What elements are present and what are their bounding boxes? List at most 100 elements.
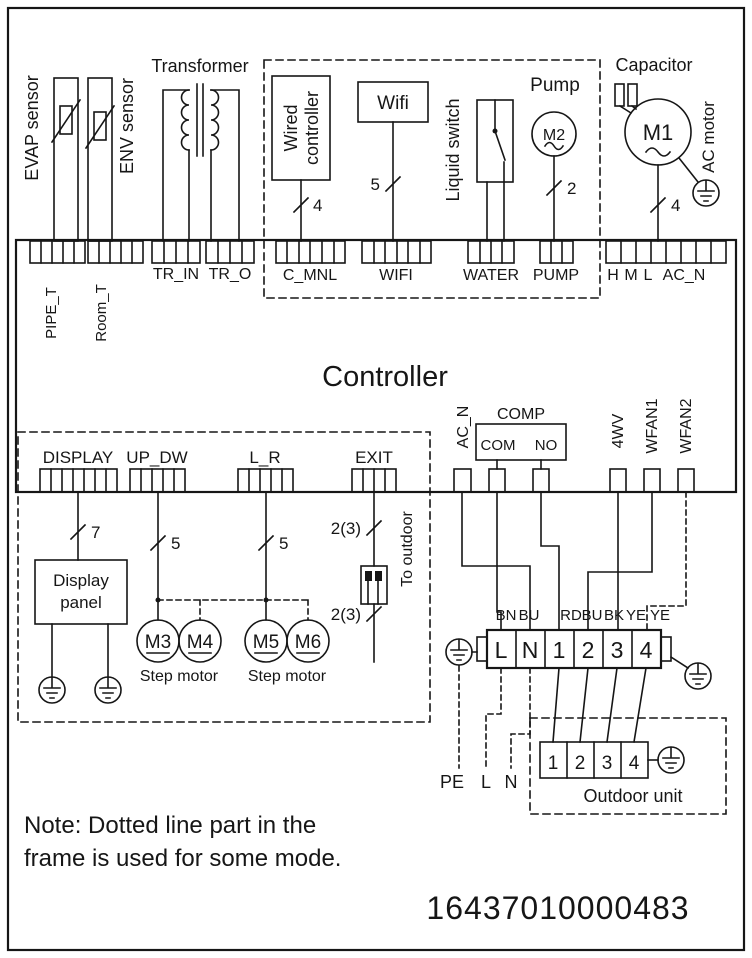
pump-wire-count: 2 <box>567 179 576 198</box>
motor-m5-label: M5 <box>253 632 279 653</box>
terminal-label-m: M <box>624 267 637 284</box>
terminal-label-tr-in: TR_IN <box>153 266 199 283</box>
evap-sensor-symbol <box>50 77 82 242</box>
transformer-symbol <box>162 83 240 242</box>
note-line1: Note: Dotted line part in the <box>24 812 316 839</box>
display-panel-branch <box>34 491 128 678</box>
terminal-label-pump: PUMP <box>533 267 579 284</box>
wired-controller-label-line2: controller <box>302 91 322 165</box>
comp-relay-box <box>475 423 567 470</box>
l-r-wire-count: 5 <box>279 534 288 553</box>
main-terminal-4: 4 <box>640 637 653 663</box>
terminal-label-wifi: WIFI <box>379 267 413 284</box>
pump-motor-m2 <box>531 111 577 242</box>
note-line2: frame is used for some mode. <box>24 845 341 872</box>
top-terminal-combs <box>29 240 727 264</box>
liquid-switch-symbol <box>476 99 514 242</box>
part-number: 16437010000483 <box>426 890 689 926</box>
evap-sensor-label: EVAP sensor <box>22 75 42 180</box>
terminal-label-ac-n-top: AC_N <box>663 267 706 284</box>
terminal-label-tr-o: TR_O <box>209 266 252 283</box>
motor-m6-label: M6 <box>295 632 321 653</box>
m1-wire-count: 4 <box>671 196 680 215</box>
wired-controller-box <box>271 75 331 242</box>
main-terminal-3: 3 <box>611 637 624 663</box>
terminal-label-h: H <box>607 267 619 284</box>
transformer-label: Transformer <box>151 56 248 76</box>
wifi-label: Wifi <box>377 93 409 114</box>
display-panel-label-line1: Display <box>53 571 109 590</box>
terminal-label-water: WATER <box>463 267 519 284</box>
env-sensor-symbol <box>84 77 116 242</box>
m1-motor-label: M1 <box>643 120 674 145</box>
terminal-label-wfan1: WFAN1 <box>644 398 661 453</box>
capacitor-symbol <box>614 83 638 115</box>
output-wires <box>458 491 687 769</box>
ground-icon <box>445 638 473 666</box>
wired-controller-label-line1: Wired <box>281 104 301 151</box>
outdoor-unit-label: Outdoor unit <box>583 786 682 806</box>
outdoor-unit-dashed-box <box>529 717 727 815</box>
outdoor-terminal-3: 3 <box>602 753 613 774</box>
wifi-box <box>357 81 429 242</box>
capacitor-label: Capacitor <box>615 55 692 75</box>
to-outdoor-label: To outdoor <box>399 511 416 587</box>
top-dashed-box <box>263 59 601 299</box>
main-terminal-block <box>471 628 690 670</box>
wire-color-label: BU <box>519 607 540 624</box>
pump-label: Pump <box>530 75 580 96</box>
terminal-label-comp: COMP <box>497 406 545 423</box>
step-motor-label-right: Step motor <box>248 668 327 685</box>
display-wire-count: 7 <box>91 523 100 542</box>
wire-color-label: YE <box>626 607 646 624</box>
ac-motor-m1-symbol <box>624 98 700 242</box>
ground-icon <box>692 179 720 207</box>
wire-color-label: BN <box>496 607 517 624</box>
outdoor-terminal-2: 2 <box>575 753 586 774</box>
up-dw-wire-count: 5 <box>171 534 180 553</box>
step-motors <box>136 491 330 663</box>
bottom-left-dashed-box <box>17 431 431 723</box>
step-motor-label-left: Step motor <box>140 668 219 685</box>
main-terminal-1: 1 <box>553 637 566 663</box>
terminal-label-room-t: Room_T <box>93 284 110 342</box>
ground-icon <box>38 676 66 704</box>
motor-m4-label: M4 <box>187 632 214 653</box>
outdoor-unit-block <box>539 741 659 779</box>
liquid-switch-label: Liquid switch <box>443 98 463 201</box>
main-terminal-l: L <box>495 637 508 663</box>
wire-color-label: BK <box>604 607 624 624</box>
terminal-label-l: L <box>644 267 653 284</box>
outdoor-terminal-4: 4 <box>629 753 640 774</box>
terminal-label-wfan2: WFAN2 <box>678 398 695 453</box>
terminal-label-com: COM <box>481 437 516 454</box>
terminal-label-display: DISPLAY <box>43 448 114 467</box>
main-terminal-2: 2 <box>582 637 595 663</box>
terminal-label-c-mnl: C_MNL <box>283 267 337 284</box>
wire-color-label: YE <box>650 607 670 624</box>
bottom-terminal-combs <box>39 468 695 493</box>
ground-icon <box>684 662 712 690</box>
terminal-label-ac-n-bottom: AC_N <box>455 406 472 449</box>
pe-label: PE <box>440 772 464 792</box>
wired-controller-wire-count: 4 <box>313 196 322 215</box>
outdoor-terminal-1: 1 <box>548 753 559 774</box>
ac-motor-label: AC motor <box>699 101 718 173</box>
main-terminal-n: N <box>522 637 539 663</box>
pump-motor-label: M2 <box>543 127 565 144</box>
terminal-label-exit: EXIT <box>355 448 393 467</box>
wifi-wire-count: 5 <box>371 175 380 194</box>
terminal-label-up-dw: UP_DW <box>126 448 187 467</box>
terminal-label-l-r: L_R <box>249 448 280 467</box>
exit-connector <box>360 491 388 663</box>
terminal-label-no: NO <box>535 437 558 454</box>
wire-color-label: RD <box>560 607 582 624</box>
controller-title: Controller <box>322 361 448 393</box>
exit-wire-count-top: 2(3) <box>331 519 361 538</box>
ground-icon <box>657 746 685 774</box>
ground-icon <box>94 676 122 704</box>
n-label: N <box>505 772 518 792</box>
exit-wire-count-bottom: 2(3) <box>331 605 361 624</box>
